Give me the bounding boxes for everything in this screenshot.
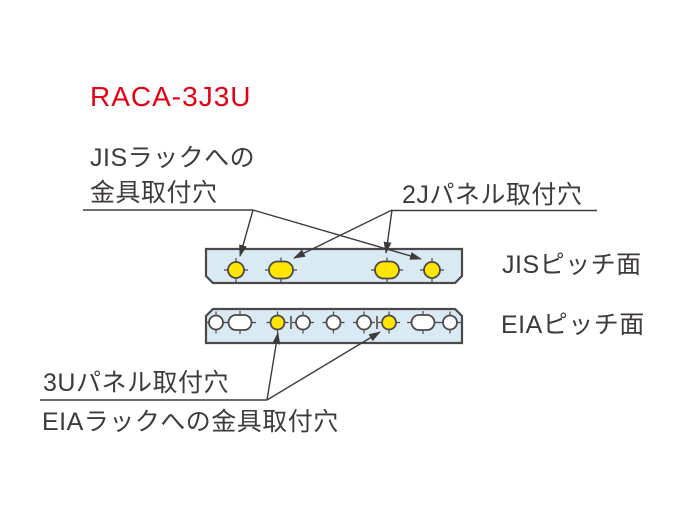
label-jis-pitch-face: JISピッチ面 bbox=[502, 251, 642, 279]
jis-hole-round-2 bbox=[423, 261, 441, 279]
jis-pitch-bar bbox=[204, 247, 464, 285]
eia-hole-slot-2 bbox=[410, 314, 436, 331]
eia-hole-round-4 bbox=[356, 314, 372, 331]
eia-hole-round-yellow-2 bbox=[381, 314, 397, 331]
jis-bar-holes bbox=[224, 257, 444, 283]
label-jis-rack-holes-line1: JISラックへの bbox=[90, 144, 256, 172]
eia-bar-holes bbox=[205, 311, 461, 334]
label-3u-panel-holes: 3Uパネル取付穴 bbox=[43, 369, 229, 397]
label-jis-rack-holes-line2: 金具取付穴 bbox=[90, 179, 218, 207]
jis-hole-slot-1 bbox=[268, 260, 294, 280]
eia-hole-slot-1 bbox=[227, 314, 253, 331]
label-2j-panel-holes: 2Jパネル取付穴 bbox=[402, 181, 583, 209]
leader-eia-rack-to-eia-hole bbox=[266, 331, 381, 401]
leader-2j-to-slot1 bbox=[293, 209, 393, 259]
leader-jis-rack-to-hole4 bbox=[252, 209, 422, 260]
label-jis-rack-holes: JISラックへの 金具取付穴 bbox=[90, 141, 255, 211]
leader-2j-to-slot2 bbox=[383, 209, 393, 254]
jis-hole-round-1 bbox=[227, 261, 245, 279]
eia-hole-round-2 bbox=[295, 314, 311, 331]
jis-hole-slot-2 bbox=[374, 260, 400, 280]
eia-hole-round-3 bbox=[325, 314, 342, 331]
product-title: RACA-3J3U bbox=[90, 81, 252, 112]
eia-hole-round-1 bbox=[208, 314, 224, 331]
leader-3u-to-eia-hole bbox=[266, 332, 281, 401]
eia-hole-round-5 bbox=[442, 314, 458, 331]
label-eia-rack-holes: EIAラックへの金具取付穴 bbox=[42, 408, 339, 436]
label-eia-pitch-face: EIAピッチ面 bbox=[501, 311, 645, 339]
leader-jis-rack-to-hole1 bbox=[239, 209, 254, 257]
eia-hole-round-yellow-1 bbox=[269, 314, 286, 331]
